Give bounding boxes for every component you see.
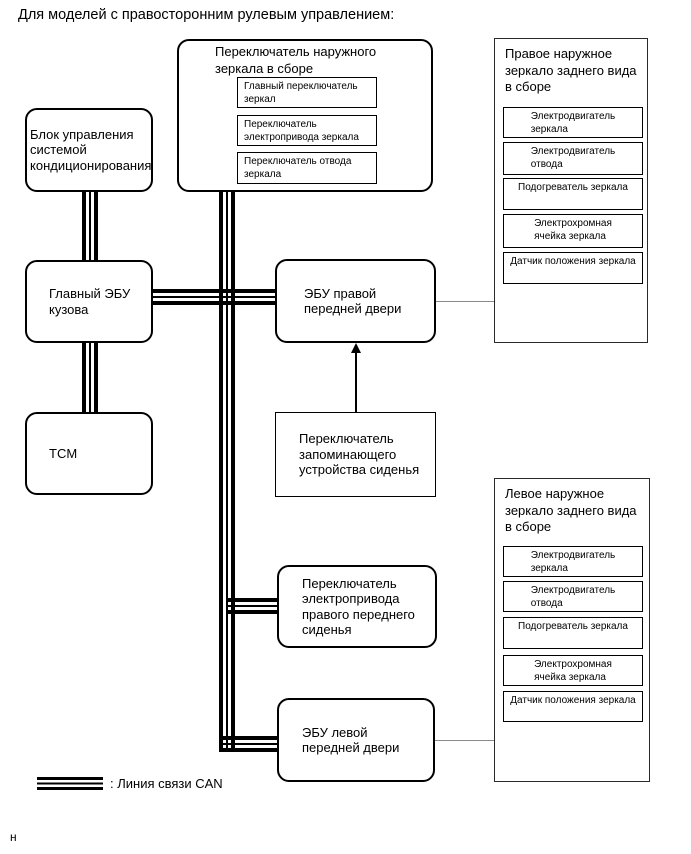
component-label: Подогреватель зеркала bbox=[518, 182, 628, 193]
node-tcm: TCM bbox=[25, 412, 153, 495]
wire-left-door-ecu-to-left-mirror bbox=[435, 740, 494, 742]
component-label: Электродвигатель зеркала bbox=[530, 550, 616, 574]
component-mirror-retract-switch: Переключатель отвода зеркала bbox=[237, 152, 377, 184]
component-label: Подогреватель зеркала bbox=[518, 621, 628, 632]
component-left-mirror-position-sensor: Датчик положения зеркала bbox=[503, 691, 643, 722]
component-right-mirror-heater: Подогреватель зеркала bbox=[503, 178, 643, 210]
component-right-mirror-position-sensor: Датчик положения зеркала bbox=[503, 252, 643, 284]
component-label: Электрохромная ячейка зеркала bbox=[534, 659, 612, 683]
component-left-mirror-motor: Электродвигатель зеркала bbox=[503, 546, 643, 577]
node-left-mirror-assembly-title: Левое наружное зеркало заднего вида в сб… bbox=[505, 486, 637, 534]
node-seat-memory-switch: Переключатель запоминающего устройства с… bbox=[275, 412, 436, 497]
component-right-electrochromic-cell: Электрохромная ячейка зеркала bbox=[503, 214, 643, 248]
can-line-legend-icon bbox=[37, 777, 103, 790]
component-mirror-power-switch: Переключатель электропривода зеркала bbox=[237, 115, 377, 146]
component-left-electrochromic-cell: Электрохромная ячейка зеркала bbox=[503, 655, 643, 686]
footnote-letter: н bbox=[10, 830, 17, 844]
component-label: Датчик положения зеркала bbox=[510, 695, 636, 706]
component-label: Датчик положения зеркала bbox=[510, 256, 636, 267]
can-line-main-body-ecu-to-right-door-ecu bbox=[153, 289, 276, 305]
node-right-door-ecu: ЭБУ правой передней двери bbox=[275, 259, 436, 343]
component-left-retract-motor: Электродвигатель отвода bbox=[503, 581, 643, 612]
node-right-mirror-assembly-title: Правое наружное зеркало заднего вида в с… bbox=[505, 46, 637, 94]
legend: : Линия связи CAN bbox=[37, 776, 223, 791]
can-line-trunk-to-left-door-ecu bbox=[219, 736, 278, 752]
arrow-head-icon bbox=[351, 343, 361, 353]
arrow-line-seat-memory-to-right-door-ecu bbox=[355, 352, 357, 412]
can-line-main-body-ecu-to-tcm bbox=[82, 342, 98, 413]
node-seat-memory-switch-label: Переключатель запоминающего устройства с… bbox=[299, 431, 420, 478]
component-label: Электродвигатель отвода bbox=[530, 585, 616, 609]
node-left-door-ecu-label: ЭБУ левой передней двери bbox=[302, 724, 400, 756]
component-main-mirror-switch: Главный переключатель зеркал bbox=[237, 77, 377, 108]
component-label: Электродвигатель зеркала bbox=[530, 111, 616, 135]
component-right-retract-motor: Электродвигатель отвода bbox=[503, 142, 643, 175]
node-seat-power-switch: Переключатель электропривода правого пер… bbox=[277, 565, 437, 648]
can-line-trunk-to-seat-power-switch bbox=[226, 598, 278, 614]
component-label: Электродвигатель отвода bbox=[530, 146, 616, 170]
diagram-title: Для моделей с правосторонним рулевым упр… bbox=[18, 7, 395, 23]
node-right-door-ecu-label: ЭБУ правой передней двери bbox=[304, 285, 402, 317]
node-ac-control-unit-label: Блок управления системой кондиционирован… bbox=[30, 126, 152, 173]
node-tcm-label: TCM bbox=[49, 445, 78, 461]
component-right-mirror-motor: Электродвигатель зеркала bbox=[503, 107, 643, 138]
can-trunk-line bbox=[219, 191, 235, 752]
node-seat-power-switch-label: Переключатель электропривода правого пер… bbox=[302, 575, 415, 638]
node-main-body-ecu: Главный ЭБУ кузова bbox=[25, 260, 153, 343]
node-left-door-ecu: ЭБУ левой передней двери bbox=[277, 698, 435, 782]
component-label: Электрохромная ячейка зеркала bbox=[534, 218, 612, 242]
legend-label: : Линия связи CAN bbox=[110, 776, 223, 791]
node-main-body-ecu-label: Главный ЭБУ кузова bbox=[49, 286, 131, 317]
component-left-mirror-heater: Подогреватель зеркала bbox=[503, 617, 643, 649]
node-ac-control-unit: Блок управления системой кондиционирован… bbox=[25, 108, 153, 192]
node-mirror-switch-assembly-title: Переключатель наружного зеркала в сборе bbox=[215, 44, 377, 76]
can-line-ac-to-main-body-ecu bbox=[82, 191, 98, 261]
wire-right-door-ecu-to-right-mirror bbox=[436, 301, 494, 303]
